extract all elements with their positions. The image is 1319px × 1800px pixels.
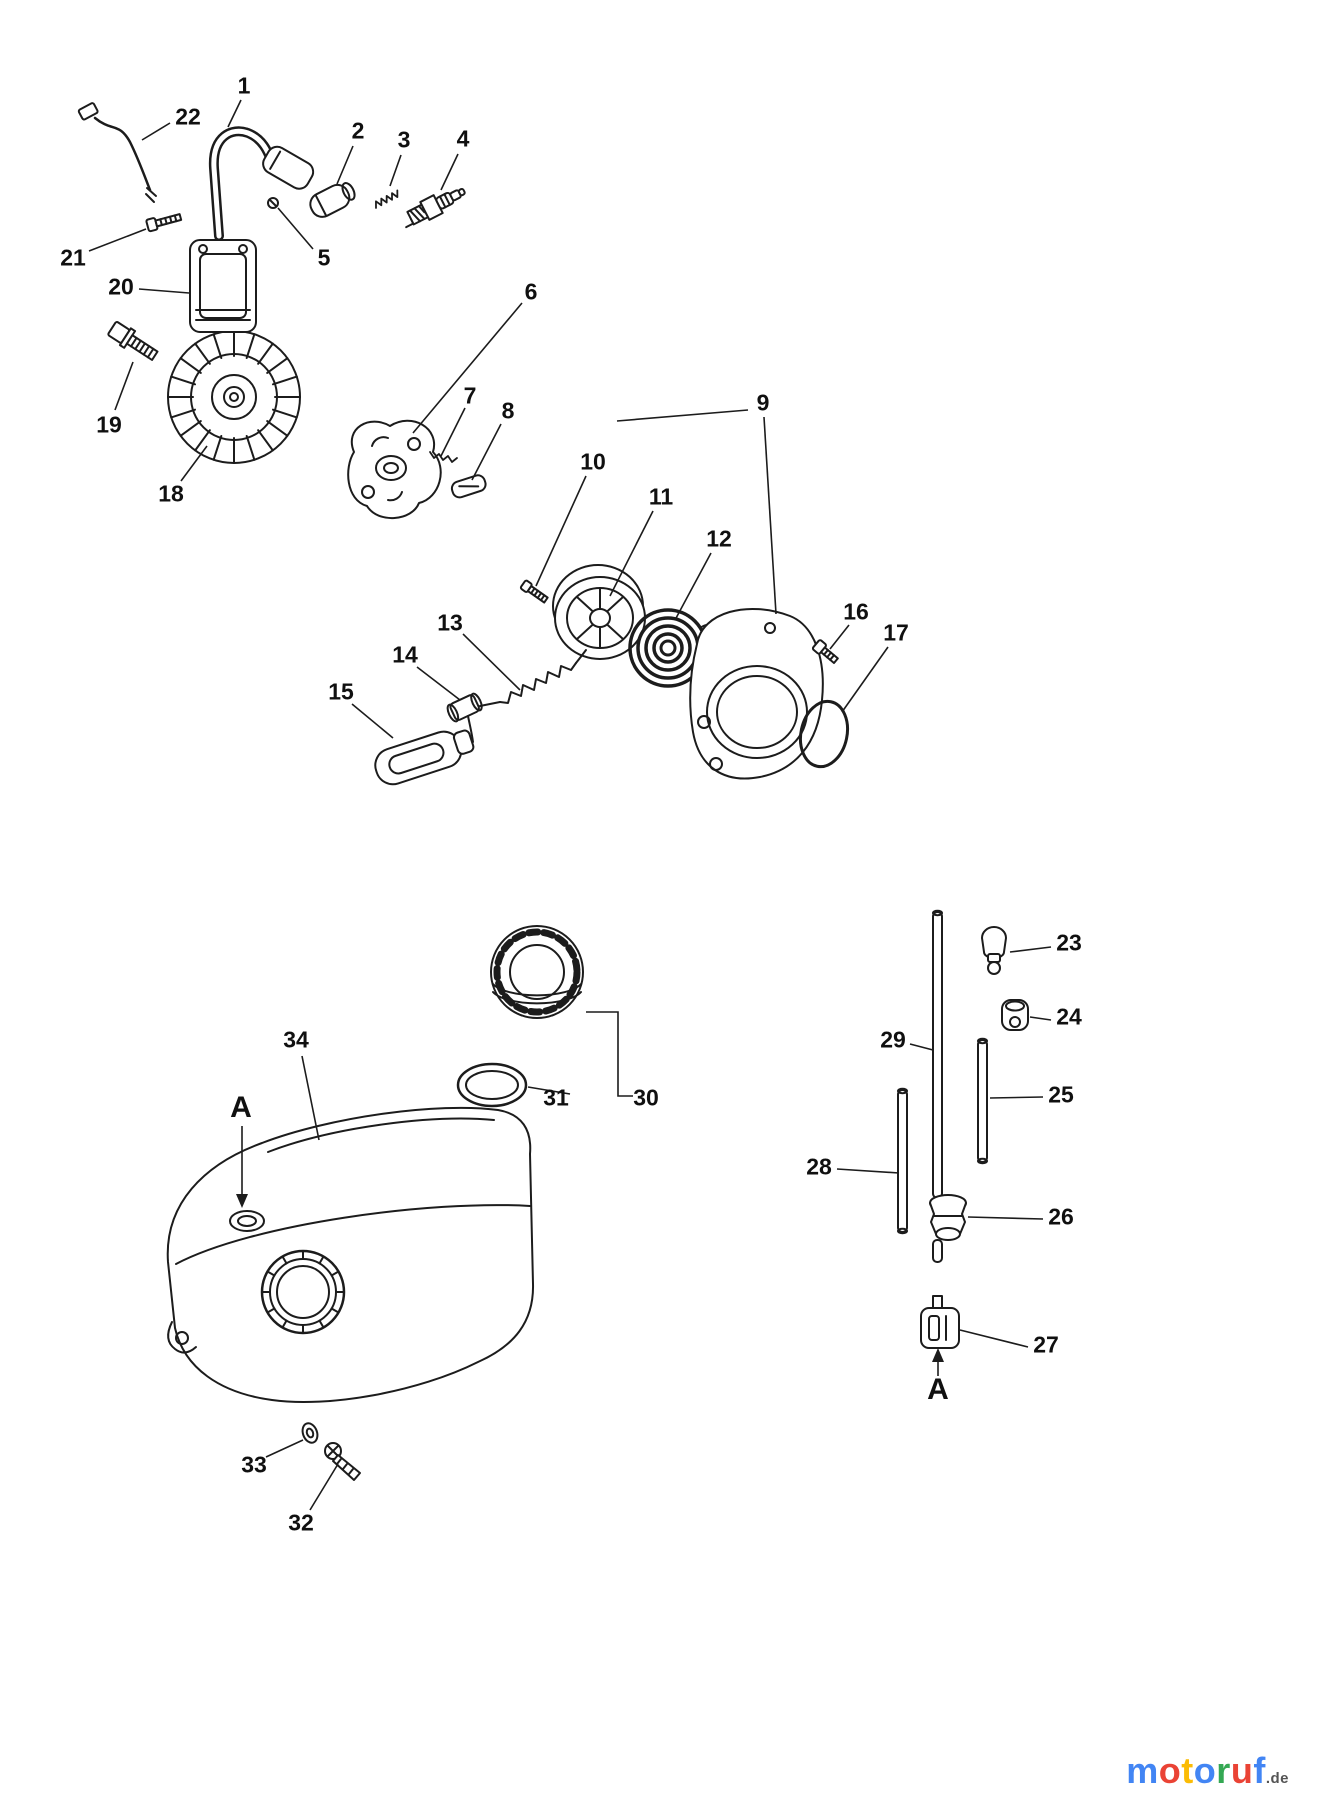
- starter-handle-drawing: [374, 715, 475, 786]
- starter-rope-drawing: [479, 649, 587, 707]
- starter-housing-drawing: [689, 608, 824, 780]
- flywheel-bolt-drawing: [107, 321, 159, 361]
- housing-oring-drawing: [798, 699, 850, 769]
- callout-28: 28: [806, 1153, 832, 1180]
- callout-16: 16: [843, 598, 869, 625]
- callout-18: 18: [158, 480, 184, 507]
- primer-cap-drawing: [981, 926, 1007, 975]
- callout-11: 11: [648, 483, 674, 510]
- stop-wire-drawing: [77, 102, 157, 203]
- brand-letter: u: [1230, 1750, 1254, 1791]
- callout-23: 23: [1056, 929, 1082, 956]
- callout-7: 7: [463, 382, 477, 409]
- fuel-grommet-drawing: [929, 1194, 967, 1241]
- callout-14: 14: [392, 641, 418, 668]
- tank-screw-drawing: [324, 1442, 361, 1481]
- small-spring-drawing: [375, 189, 399, 209]
- brand-tld: .de: [1265, 1770, 1289, 1787]
- starter-pulley-drawing: [552, 564, 646, 660]
- callout-27: 27: [1033, 1331, 1059, 1358]
- callout-19: 19: [96, 411, 122, 438]
- brand-letter: o: [1158, 1750, 1182, 1791]
- brand-watermark: motoruf.de: [1126, 1750, 1289, 1792]
- callout-12: 12: [706, 525, 732, 552]
- brand-letter: r: [1216, 1750, 1231, 1791]
- callout-1: 1: [237, 72, 251, 99]
- flywheel-drawing: [167, 330, 301, 464]
- section-marker-a-tank: A: [230, 1091, 252, 1124]
- callout-3: 3: [397, 126, 411, 153]
- callout-10: 10: [580, 448, 606, 475]
- boot-drawing: [309, 182, 356, 218]
- callout-30: 30: [633, 1084, 659, 1111]
- callout-13: 13: [437, 609, 463, 636]
- cap-gasket-drawing: [456, 1062, 528, 1108]
- return-tube-drawing: [897, 1087, 908, 1235]
- tank-grommet-drawing: [301, 1422, 319, 1444]
- fuel-cap-drawing: [490, 925, 584, 1019]
- callout-31: 31: [543, 1084, 569, 1111]
- housing-screw-drawing: [811, 639, 839, 665]
- callout-21: 21: [60, 244, 86, 271]
- callout-17: 17: [883, 619, 909, 646]
- pawl-drawing: [450, 474, 487, 499]
- fuel-tank-drawing: [166, 1106, 535, 1403]
- brand-letter: t: [1181, 1750, 1194, 1791]
- callout-5: 5: [317, 244, 331, 271]
- callout-33: 33: [241, 1451, 267, 1478]
- callout-6: 6: [524, 278, 538, 305]
- pawl-plate-drawing: [347, 419, 442, 520]
- callout-8: 8: [501, 397, 515, 424]
- section-marker-a-filter: A: [927, 1373, 949, 1406]
- callout-24: 24: [1056, 1003, 1082, 1030]
- spark-plug-drawing: [405, 187, 466, 229]
- callout-22: 22: [175, 103, 201, 130]
- coil-screw-drawing: [145, 213, 183, 233]
- callout-25: 25: [1048, 1081, 1074, 1108]
- callout-32: 32: [288, 1509, 314, 1536]
- arrow-up-icon: [932, 1348, 944, 1362]
- leader-lines: [88, 99, 1052, 1511]
- check-valve-drawing: [1001, 999, 1029, 1031]
- pawl-spring-drawing: [429, 451, 458, 463]
- callout-2: 2: [351, 117, 365, 144]
- callout-20: 20: [108, 273, 134, 300]
- callout-34: 34: [283, 1026, 309, 1053]
- callout-15: 15: [328, 678, 354, 705]
- callout-26: 26: [1048, 1203, 1074, 1230]
- callout-29: 29: [880, 1026, 906, 1053]
- ignition-coil-drawing: [189, 239, 257, 333]
- arrow-down-icon: [236, 1194, 248, 1208]
- callout-9: 9: [756, 389, 770, 416]
- rope-collar-drawing: [446, 692, 483, 723]
- plug-lead-drawing: [208, 126, 315, 241]
- brand-letter: f: [1253, 1750, 1266, 1791]
- callout-4: 4: [456, 125, 470, 152]
- brand-letter: m: [1126, 1750, 1159, 1791]
- starter-screw-drawing: [519, 579, 549, 604]
- brand-letter: o: [1193, 1750, 1217, 1791]
- fuel-tube-short-drawing: [977, 1037, 988, 1165]
- fuel-filter-drawing: [920, 1295, 960, 1349]
